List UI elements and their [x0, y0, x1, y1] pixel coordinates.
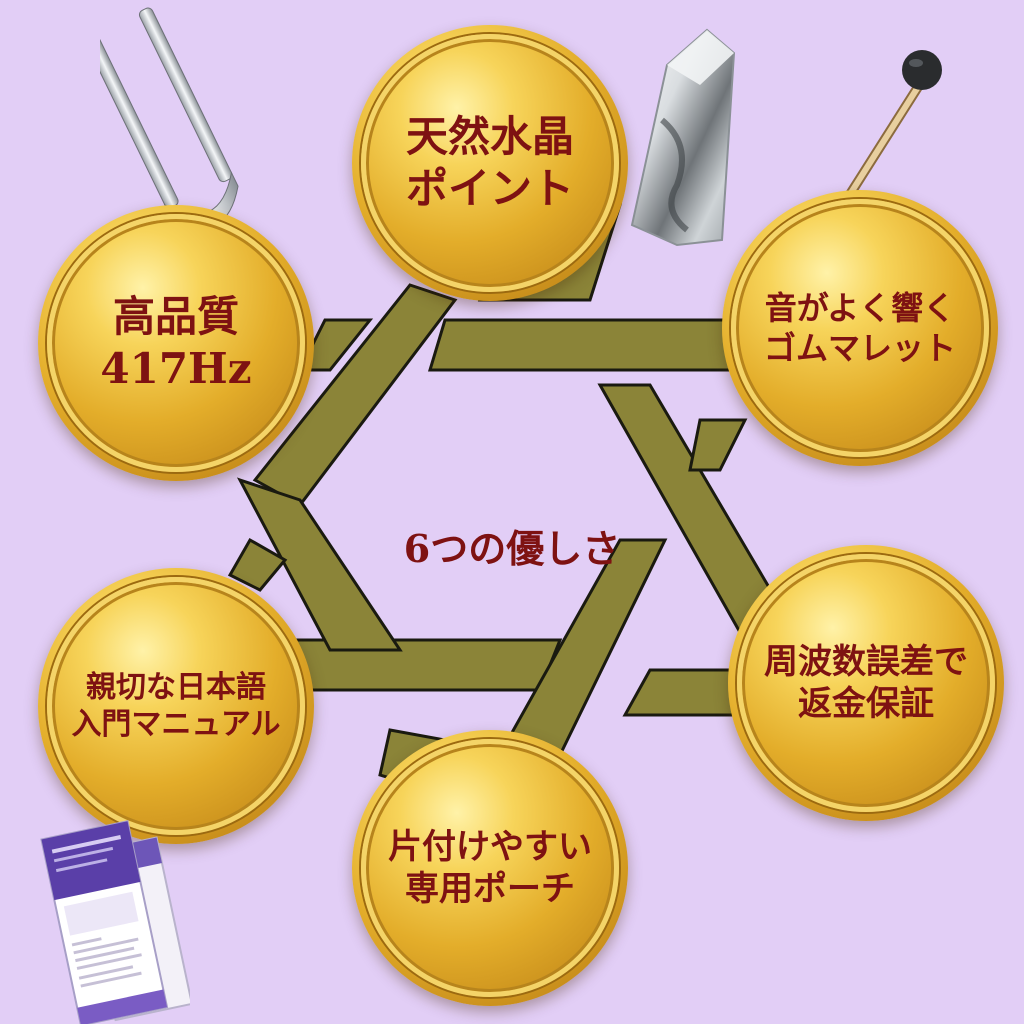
- feature-medal-guarantee: 周波数誤差で 返金保証: [728, 545, 1004, 821]
- crystal-point-icon: [630, 28, 736, 247]
- feature-label: 音がよく響く ゴムマレット: [763, 289, 956, 367]
- center-title: 6つの優しさ: [403, 526, 621, 571]
- feature-medal-mallet: 音がよく響く ゴムマレット: [722, 190, 998, 466]
- feature-medal-crystal: 天然水晶 ポイント: [352, 25, 628, 301]
- band: [227, 537, 288, 592]
- feature-label: 天然水晶 ポイント: [405, 111, 574, 214]
- band: [427, 318, 732, 372]
- feature-medal-pouch: 片付けやすい 専用ポーチ: [352, 730, 628, 1006]
- manual-booklet-icon: [40, 820, 190, 1024]
- band: [688, 418, 748, 472]
- feature-label: 高品質 417Hz: [100, 291, 252, 394]
- feature-medal-quality: 高品質 417Hz: [38, 205, 314, 481]
- band: [236, 477, 403, 652]
- feature-label: 親切な日本語 入門マニュアル: [71, 669, 281, 743]
- feature-label: 片付けやすい 専用ポーチ: [388, 826, 592, 910]
- feature-medal-manual: 親切な日本語 入門マニュアル: [38, 568, 314, 844]
- feature-label: 周波数誤差で 返金保証: [764, 641, 968, 725]
